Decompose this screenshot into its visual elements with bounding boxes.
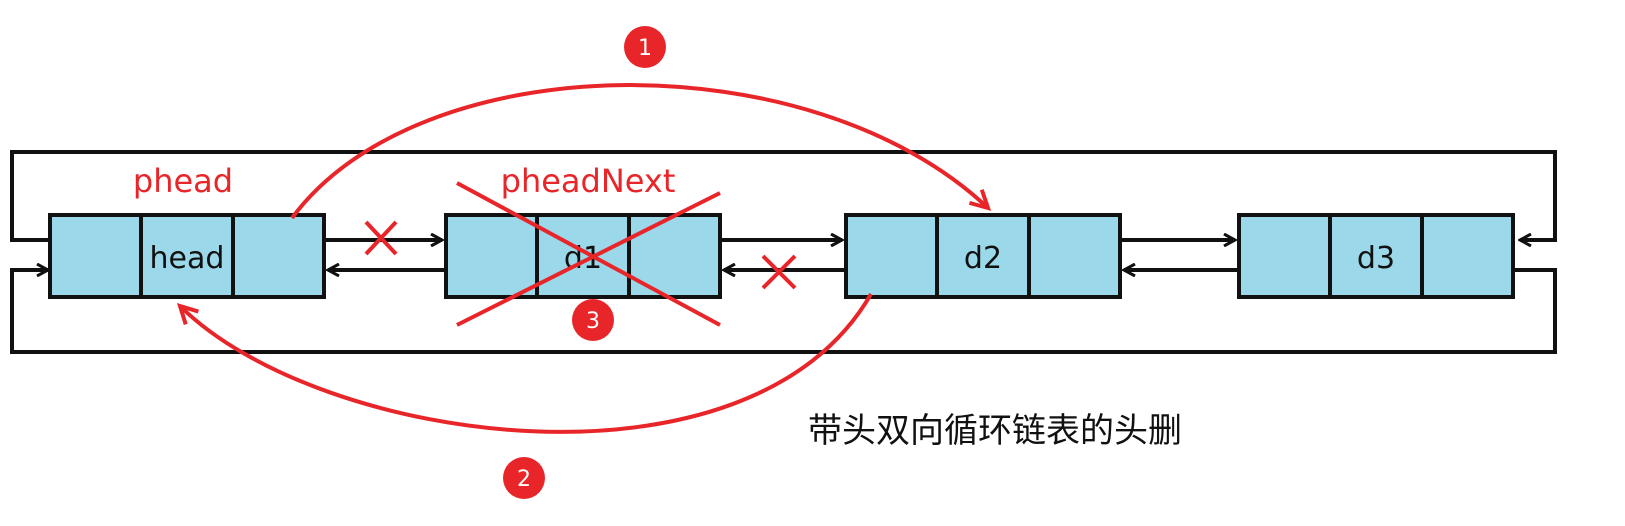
node-d2-prev-cell	[844, 213, 939, 299]
circular-link-top	[10, 150, 1557, 240]
step-badge-1: 1	[624, 26, 666, 68]
cut-mark-head-d1	[364, 220, 398, 256]
circular-link-bottom	[10, 270, 1557, 354]
node-head: head	[48, 213, 326, 299]
node-d2-label: d2	[964, 241, 1002, 276]
cut-mark-d1-d2	[761, 254, 797, 290]
node-head-prev-cell	[48, 213, 143, 299]
node-d3: d3	[1237, 213, 1515, 299]
new-link-head-to-d2	[290, 83, 988, 220]
diagram-caption: 带头双向循环链表的头删	[808, 411, 1182, 451]
node-d3-prev-cell	[1237, 213, 1332, 299]
step-badge-2: 2	[503, 457, 545, 499]
node-d1: d1	[444, 213, 722, 299]
step-badge-2-text: 2	[517, 467, 531, 492]
node-d3-next-cell	[1420, 213, 1515, 299]
node-d1-prev-cell	[444, 213, 539, 299]
node-d2-next-cell	[1027, 213, 1122, 299]
node-d3-label: d3	[1357, 241, 1395, 276]
node-head-next-cell	[231, 213, 326, 299]
phead-next-label: pheadNext	[501, 162, 676, 200]
node-head-label: head	[150, 241, 225, 276]
phead-label: phead	[133, 162, 233, 200]
step-badge-1-text: 1	[638, 36, 652, 61]
node-d3-data-cell	[1328, 213, 1424, 299]
new-link-d2-to-head	[180, 293, 873, 434]
step-badge-3-text: 3	[586, 309, 600, 334]
step-badge-3: 3	[572, 299, 614, 341]
node-d2: d2	[844, 213, 1122, 299]
delete-cross-d1	[456, 181, 721, 327]
